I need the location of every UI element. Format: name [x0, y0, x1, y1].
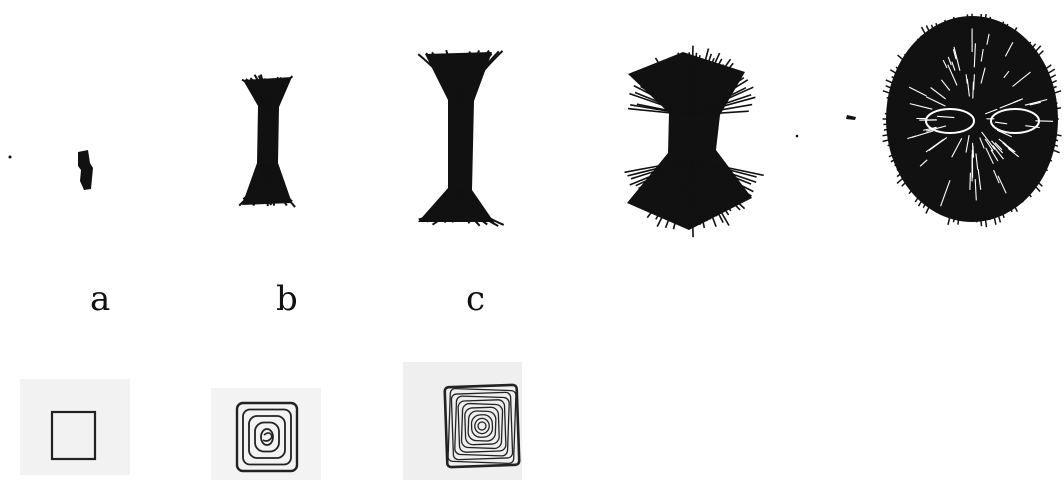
square-pattern-c [403, 362, 522, 480]
stage-5-spherulite [846, 14, 1062, 227]
label-c: c [466, 282, 485, 316]
label-a: a [90, 282, 110, 316]
stage-1-seed [9, 150, 94, 190]
seed-shape [78, 150, 93, 190]
square-pattern-b [211, 388, 321, 480]
stage-2-sheaf [239, 75, 295, 208]
stage-3-sheaf [418, 50, 504, 226]
texture-streak [973, 82, 974, 99]
square-pattern-a [20, 379, 130, 475]
texture-streak [970, 173, 971, 190]
speck [796, 135, 799, 138]
texture-streak [1035, 121, 1053, 122]
texture-streak [973, 146, 974, 158]
label-b: b [276, 282, 298, 316]
speck [846, 115, 856, 120]
panel-bg [20, 379, 130, 475]
speck [9, 156, 12, 159]
stage-4-bowtie [625, 46, 799, 238]
